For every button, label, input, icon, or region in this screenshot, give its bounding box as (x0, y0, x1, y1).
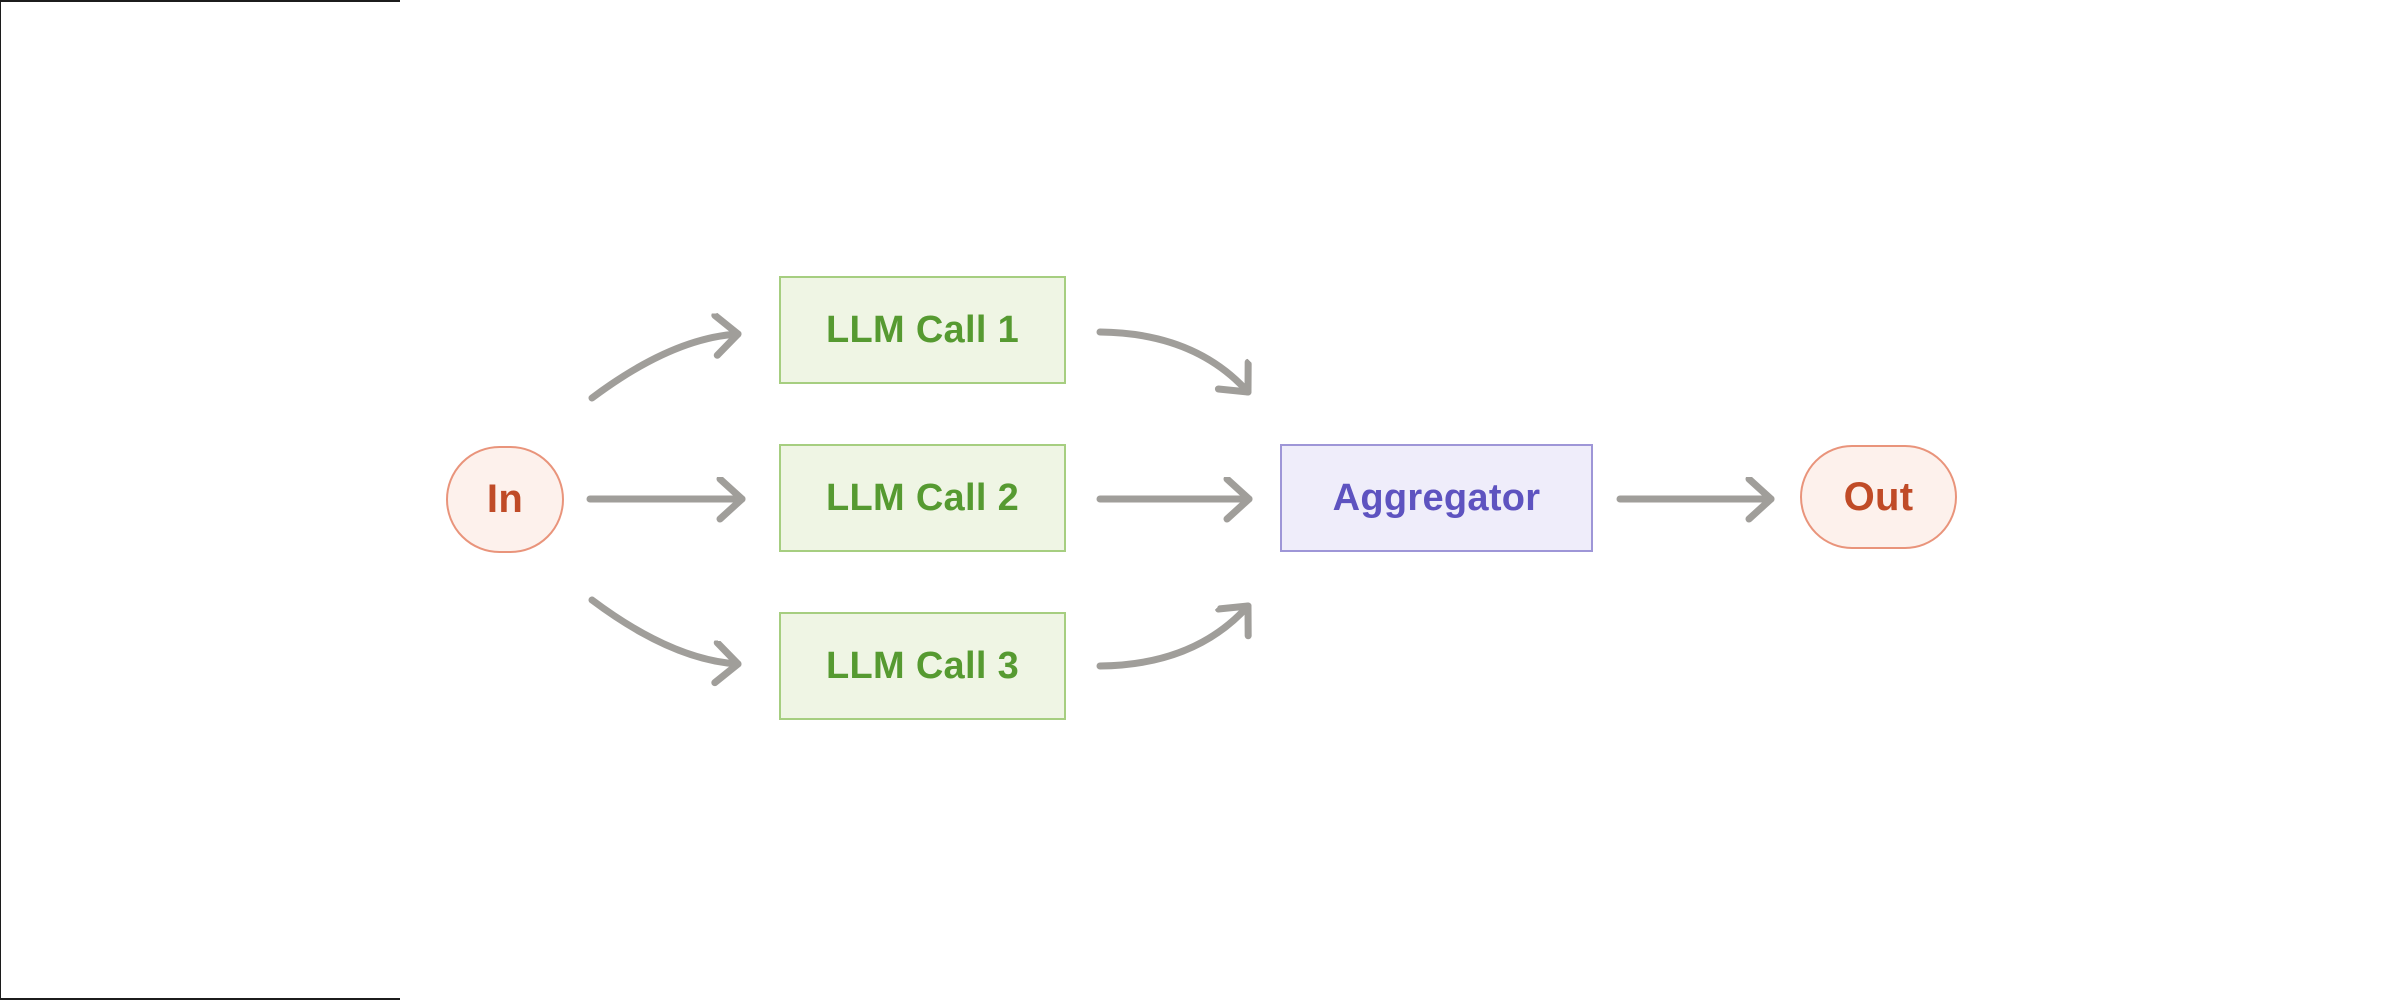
screenshot-top-border (0, 0, 400, 2)
arrow-llm-call-3-to-aggregator (1096, 602, 1248, 670)
node-aggregator-label: Aggregator (1332, 476, 1541, 519)
node-llm-call-2: LLM Call 2 (779, 444, 1066, 552)
arrow-llm-call-1-to-aggregator (1096, 328, 1248, 396)
node-out-label: Out (1843, 474, 1914, 519)
node-llm-call-1: LLM Call 1 (779, 276, 1066, 384)
node-in: In (446, 446, 564, 553)
node-in-label: In (486, 477, 524, 521)
node-out: Out (1800, 445, 1957, 549)
node-aggregator: Aggregator (1280, 444, 1593, 552)
node-llm-call-3: LLM Call 3 (779, 612, 1066, 720)
node-llm-call-3-label: LLM Call 3 (825, 644, 1020, 687)
screenshot-bottom-border (0, 998, 400, 1000)
node-llm-call-2-label: LLM Call 2 (825, 476, 1020, 519)
screenshot-left-border (0, 0, 1, 1000)
node-llm-call-1-label: LLM Call 1 (825, 308, 1020, 351)
arrow-in-to-llm-call-1 (588, 334, 742, 402)
arrow-in-to-llm-call-3 (588, 596, 742, 664)
